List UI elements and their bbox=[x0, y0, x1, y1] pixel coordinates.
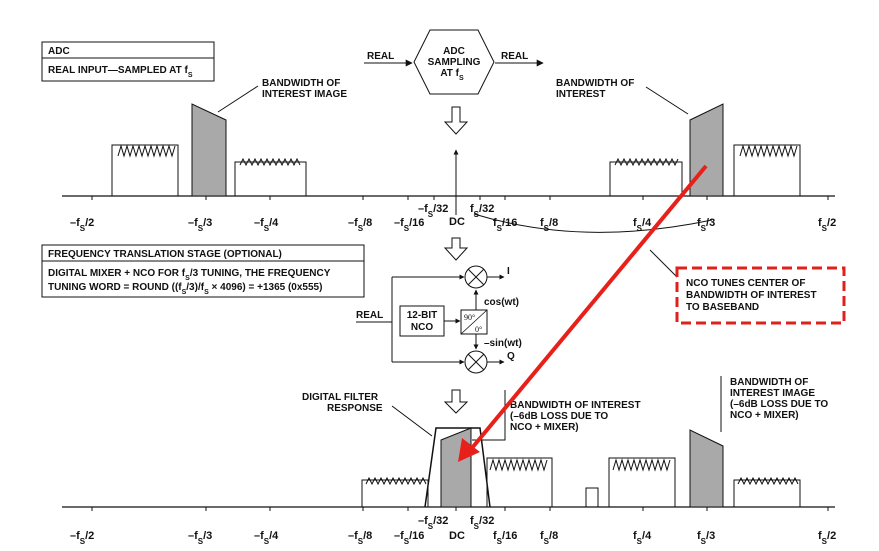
mixer-input-label: REAL bbox=[356, 310, 383, 321]
top-bandwidth-image-band bbox=[191, 103, 227, 197]
translation-line1: DIGITAL MIXER + NCO FOR fS/3 TUNING, THE… bbox=[48, 268, 331, 282]
bw-loss-label-2: (–6dB LOSS DUE TO bbox=[510, 411, 608, 422]
top-bw-label-1: BANDWIDTH OF bbox=[556, 78, 634, 89]
top-bw-image-label-1: BANDWIDTH OF bbox=[262, 78, 340, 89]
sin-label: –sin(wt) bbox=[484, 338, 522, 349]
tick-neg-fs-4: –fS/4 bbox=[254, 217, 279, 233]
tick-fs-8: fS/8 bbox=[540, 217, 558, 233]
svg-text:–fS/3: –fS/3 bbox=[188, 530, 212, 546]
sampler-line3: AT fS bbox=[440, 68, 464, 82]
tick-neg-fs-2: –fS/2 bbox=[70, 217, 94, 233]
top-bw-label-2: INTEREST bbox=[556, 89, 605, 100]
bottom-spectrum: DIGITAL FILTER RESPONSE BANDWIDTH OF INT… bbox=[62, 376, 835, 511]
adc-title: ADC bbox=[48, 46, 70, 57]
svg-text:–fS/4: –fS/4 bbox=[254, 530, 279, 546]
svg-text:fS/8: fS/8 bbox=[540, 530, 558, 546]
nco-line2: NCO bbox=[411, 322, 433, 333]
top-small-noise-right bbox=[609, 157, 683, 196]
top-left-noise bbox=[111, 144, 179, 196]
cos-label: cos(wt) bbox=[484, 297, 519, 308]
translation-line2: TUNING WORD = ROUND ((fS/3)/fS × 4096) =… bbox=[48, 282, 322, 296]
sampler-line2: SAMPLING bbox=[428, 57, 481, 68]
flow-arrow-3 bbox=[443, 389, 469, 414]
sampler-output-label: REAL bbox=[501, 51, 528, 62]
nco-callout: NCO TUNES CENTER OF BANDWIDTH OF INTERES… bbox=[675, 266, 846, 325]
mixer-i-label: I bbox=[507, 266, 510, 277]
callout-line1: NCO TUNES CENTER OF bbox=[686, 278, 805, 289]
svg-text:–fS/16: –fS/16 bbox=[394, 530, 424, 546]
bw-loss-label-3: NCO + MIXER) bbox=[510, 422, 579, 433]
bottom-axis-labels: –fS/2 –fS/3 –fS/4 –fS/8 –fS/16 –fS/32 DC… bbox=[70, 515, 836, 546]
translation-title: FREQUENCY TRANSLATION STAGE (OPTIONAL) bbox=[48, 249, 282, 260]
mixer-block: REAL I Q 12-BIT NCO 90° 0° cos(wt) –sin(… bbox=[356, 265, 522, 374]
bottom-image-band bbox=[689, 429, 724, 508]
sampler-line1: ADC bbox=[443, 46, 465, 57]
phase-0: 0° bbox=[475, 325, 482, 334]
red-translation-arrow bbox=[458, 164, 708, 462]
top-right-noise bbox=[733, 144, 801, 196]
svg-text:–fS/32: –fS/32 bbox=[418, 515, 448, 531]
bw-image-loss-label-2: INTEREST IMAGE bbox=[730, 388, 815, 399]
tick-dc: DC bbox=[449, 216, 465, 228]
bottom-baseband-band bbox=[440, 427, 472, 508]
mixer-q-label: Q bbox=[507, 351, 515, 362]
adc-box: ADC REAL INPUT—SAMPLED AT fS bbox=[41, 41, 215, 82]
flow-arrow-2 bbox=[443, 237, 469, 261]
bw-image-loss-label-1: BANDWIDTH OF bbox=[730, 377, 808, 388]
svg-text:fS/32: fS/32 bbox=[470, 515, 494, 531]
tick-neg-fs-16: –fS/16 bbox=[394, 217, 424, 233]
tick-neg-fs-32: –fS/32 bbox=[418, 203, 448, 219]
bottom-far-right-noise bbox=[733, 476, 801, 507]
svg-text:fS/2: fS/2 bbox=[818, 530, 836, 546]
bw-image-loss-label-4: NCO + MIXER) bbox=[730, 410, 799, 421]
tick-fs-4: fS/4 bbox=[633, 217, 652, 233]
top-small-noise-left bbox=[234, 157, 307, 196]
tick-fs-3: fS/3 bbox=[697, 217, 715, 233]
svg-text:DC: DC bbox=[449, 530, 465, 542]
translation-box: FREQUENCY TRANSLATION STAGE (OPTIONAL) D… bbox=[41, 244, 365, 298]
tick-fs-16: fS/16 bbox=[493, 217, 517, 233]
phase-90: 90° bbox=[464, 313, 475, 322]
svg-text:–fS/2: –fS/2 bbox=[70, 530, 94, 546]
svg-text:–fS/8: –fS/8 bbox=[348, 530, 372, 546]
tick-fs-32: fS/32 bbox=[470, 203, 494, 219]
svg-text:fS/3: fS/3 bbox=[697, 530, 715, 546]
tick-fs-2: fS/2 bbox=[818, 217, 836, 233]
tick-neg-fs-3: –fS/3 bbox=[188, 217, 212, 233]
flow-arrow-1 bbox=[443, 106, 469, 135]
tick-neg-fs-8: –fS/8 bbox=[348, 217, 372, 233]
callout-line3: TO BASEBAND bbox=[686, 302, 759, 313]
callout-line2: BANDWIDTH OF INTEREST bbox=[686, 290, 817, 301]
sampler-input-label: REAL bbox=[367, 51, 394, 62]
adc-sampler: ADC SAMPLING AT fS REAL REAL bbox=[364, 29, 544, 95]
top-bw-image-label-2: INTEREST IMAGE bbox=[262, 89, 347, 100]
callout-leader bbox=[473, 213, 713, 233]
bottom-left-noise bbox=[361, 476, 429, 507]
filter-label-1: DIGITAL FILTER bbox=[302, 392, 379, 403]
nco-line1: 12-BIT bbox=[407, 310, 438, 321]
svg-text:fS/16: fS/16 bbox=[493, 530, 517, 546]
svg-text:fS/4: fS/4 bbox=[633, 530, 652, 546]
top-axis-labels: –fS/2 –fS/3 –fS/4 –fS/8 –fS/16 –fS/32 DC… bbox=[70, 203, 836, 233]
bw-image-loss-label-3: (–6dB LOSS DUE TO bbox=[730, 399, 828, 410]
bottom-right-noise bbox=[608, 457, 676, 507]
digital-filter-response bbox=[424, 427, 491, 508]
bottom-mid-noise bbox=[486, 457, 553, 507]
bw-loss-label-1: BANDWIDTH OF INTEREST bbox=[510, 400, 641, 411]
filter-label-2: RESPONSE bbox=[327, 403, 383, 414]
top-spectrum: BANDWIDTH OF INTEREST IMAGE BANDWIDTH OF… bbox=[62, 78, 835, 215]
adc-subtitle: REAL INPUT—SAMPLED AT fS bbox=[48, 65, 193, 79]
